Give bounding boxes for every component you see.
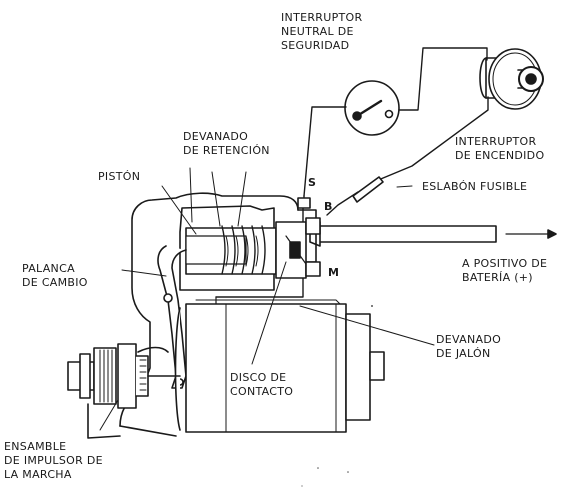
solenoid-body — [179, 197, 321, 327]
label-positivo-bateria: A POSITIVO DE BATERÍA (+) — [462, 257, 548, 284]
wiring — [215, 47, 489, 298]
ignition-key-switch-icon — [479, 48, 544, 110]
leader-lines — [99, 167, 435, 431]
label-ensamble-impulsor: ENSAMBLE DE IMPULSOR DE LA MARCHA — [4, 440, 103, 481]
terminal-s-label: S — [308, 176, 316, 189]
fusible-link — [352, 176, 413, 203]
label-devanado-jalon: DEVANADO DE JALÓN — [436, 333, 502, 360]
motor-body — [174, 299, 385, 433]
drive-assembly — [67, 343, 181, 439]
label-palanca-cambio: PALANCA DE CAMBIO — [22, 262, 88, 289]
label-devanado-retencion: DEVANADO DE RETENCIÓN — [183, 130, 270, 157]
label-interruptor-neutral: INTERRUPTOR NEUTRAL DE SEGURIDAD — [281, 11, 363, 52]
label-eslabon-fusible: ESLABÓN FUSIBLE — [422, 180, 528, 193]
label-interruptor-encendido: INTERRUPTOR DE ENCENDIDO — [455, 135, 545, 162]
label-disco-contacto: DISCO DE CONTACTO — [230, 371, 294, 398]
label-piston: PISTÓN — [98, 170, 141, 183]
neutral-safety-switch — [344, 80, 400, 136]
scan-specks — [301, 305, 373, 487]
battery-cable — [309, 221, 557, 247]
terminal-b-label: B — [324, 200, 333, 213]
terminal-m-label: M — [328, 266, 339, 279]
